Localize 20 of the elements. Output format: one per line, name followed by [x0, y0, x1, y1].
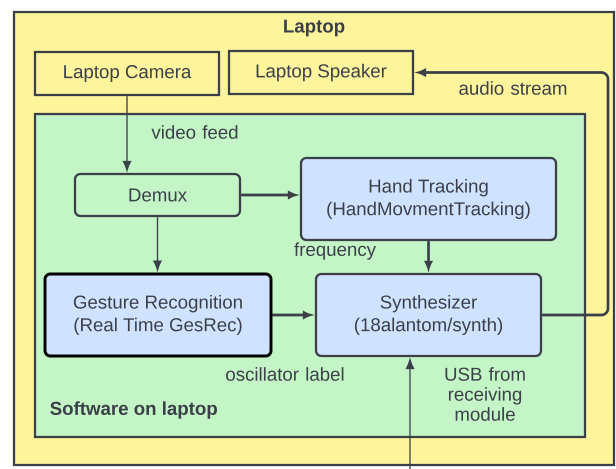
process-box: Laptop Camera: [34, 50, 220, 96]
edge-label: oscillator label: [226, 367, 344, 381]
arrow: [241, 191, 296, 199]
edge-label: audio stream: [459, 81, 566, 95]
edge-label: USB from receiving module: [445, 367, 525, 421]
arrow: [406, 359, 414, 469]
container-title: Software on laptop: [50, 401, 217, 419]
arrow: [153, 217, 162, 271]
arrow: [418, 68, 610, 316]
process-box: Hand Tracking (HandMovmentTracking): [300, 156, 558, 242]
process-box: Demux: [74, 172, 242, 218]
edge-label: video feed: [151, 125, 238, 139]
process-box: Synthesizer (18alantom/synth): [314, 272, 542, 358]
container-title: Laptop: [284, 20, 344, 36]
edge-label: frequency: [294, 242, 376, 260]
process-box: Gesture Recognition (Real Time GesRec): [44, 272, 272, 358]
arrow: [272, 311, 312, 319]
arrow: [424, 241, 432, 270]
arrow: [122, 96, 132, 171]
process-box: Laptop Speaker: [228, 50, 414, 96]
